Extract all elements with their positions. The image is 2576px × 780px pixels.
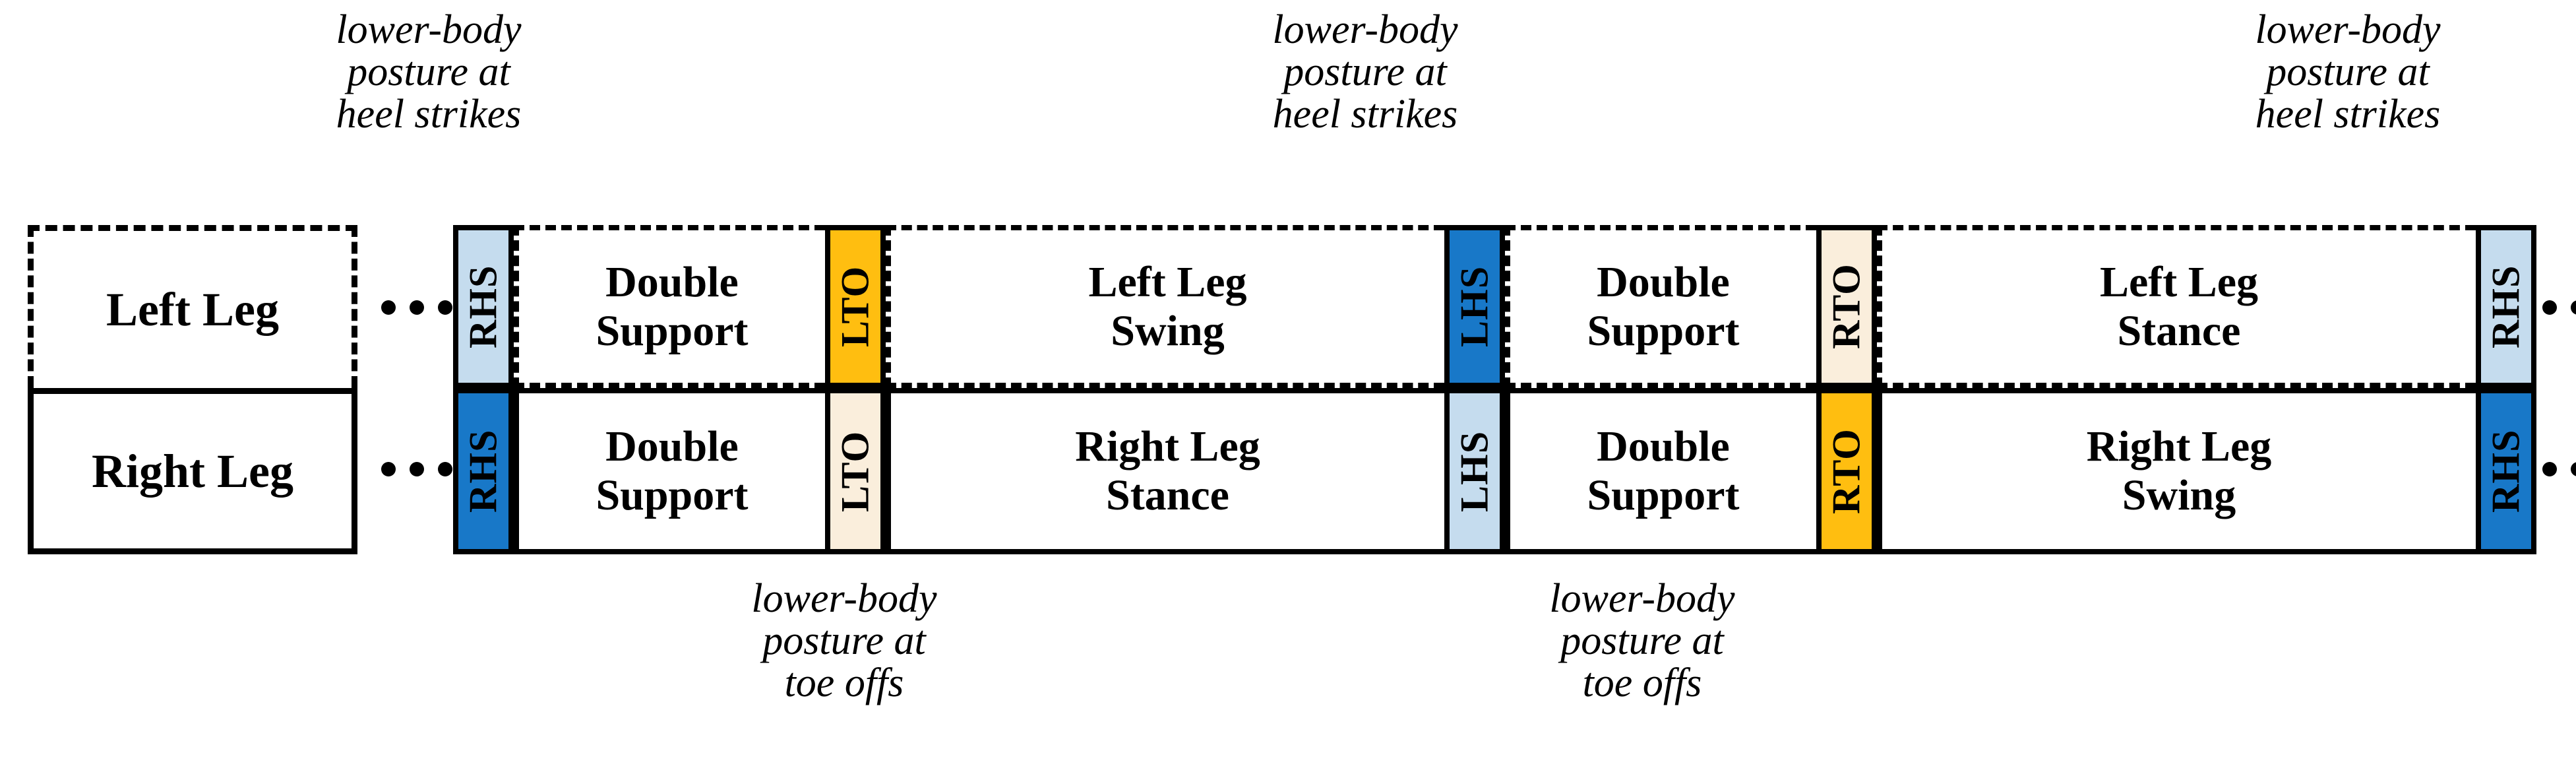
phase-label-line: Right Leg [1075,422,1260,471]
event-marker-rhs-bottom-8: RHS [2476,388,2536,554]
event-marker-label: LHS [1452,265,1496,348]
phase-label-line: Support [596,471,749,519]
phase-label-line: Double [1597,257,1730,306]
leg-label-left: Left Leg [28,225,357,388]
event-marker-label: LTO [833,430,877,512]
phase-label-line: Swing [2122,471,2236,519]
leg-label-right-text: Right Leg [92,444,293,498]
event-marker-rhs-top-8: RHS [2476,225,2536,388]
annotation-heel-strikes-2: lower-body posture at heel strikes [1272,7,1458,137]
event-marker-label: RHS [461,265,505,348]
ellipsis-left-top [381,300,452,315]
phase-label-line: Double [605,257,739,306]
annotation-toe-offs-1: lower-body posture at toe offs [751,576,937,705]
phase-label-line: Support [596,306,749,355]
event-marker-rto-top-6: RTO [1816,225,1877,388]
ellipsis-left-bottom [381,462,452,476]
phase-label-line: Stance [1106,471,1229,519]
phase-label-line: Support [1587,306,1740,355]
event-marker-label: RHS [2484,265,2528,348]
phase-label-line: Double [605,422,739,471]
event-marker-rhs-top-0: RHS [453,225,514,388]
event-marker-label: RTO [1824,263,1868,350]
phase-label-line: Double [1597,422,1730,471]
event-marker-lto-top-2: LTO [825,225,886,388]
event-marker-label: RHS [461,429,505,513]
annotation-heel-strikes-1: lower-body posture at heel strikes [336,7,522,137]
leg-label-right: Right Leg [28,388,357,554]
event-marker-lhs-bottom-4: LHS [1444,388,1505,554]
phase-label-line: Left Leg [2099,257,2259,306]
event-marker-lto-bottom-2: LTO [825,388,886,554]
annotation-toe-offs-2: lower-body posture at toe offs [1549,576,1735,705]
event-marker-label: LTO [833,265,877,348]
event-marker-label: RTO [1824,428,1868,514]
phase-label-line: Support [1587,471,1740,519]
phase-label-line: Left Leg [1088,257,1247,306]
ellipsis-right-top [2542,300,2576,315]
phase-label-line: Stance [2117,306,2241,355]
phase-label-line: Swing [1111,306,1225,355]
event-marker-label: LHS [1452,430,1496,512]
phase-label-line: Right Leg [2086,422,2272,471]
event-marker-rhs-bottom-0: RHS [453,388,514,554]
annotation-heel-strikes-3: lower-body posture at heel strikes [2255,7,2441,137]
ellipsis-right-bottom [2542,462,2576,476]
event-marker-lhs-top-4: LHS [1444,225,1505,388]
event-marker-label: RHS [2484,429,2528,513]
leg-label-left-text: Left Leg [106,282,279,336]
event-marker-rto-bottom-6: RTO [1816,388,1877,554]
